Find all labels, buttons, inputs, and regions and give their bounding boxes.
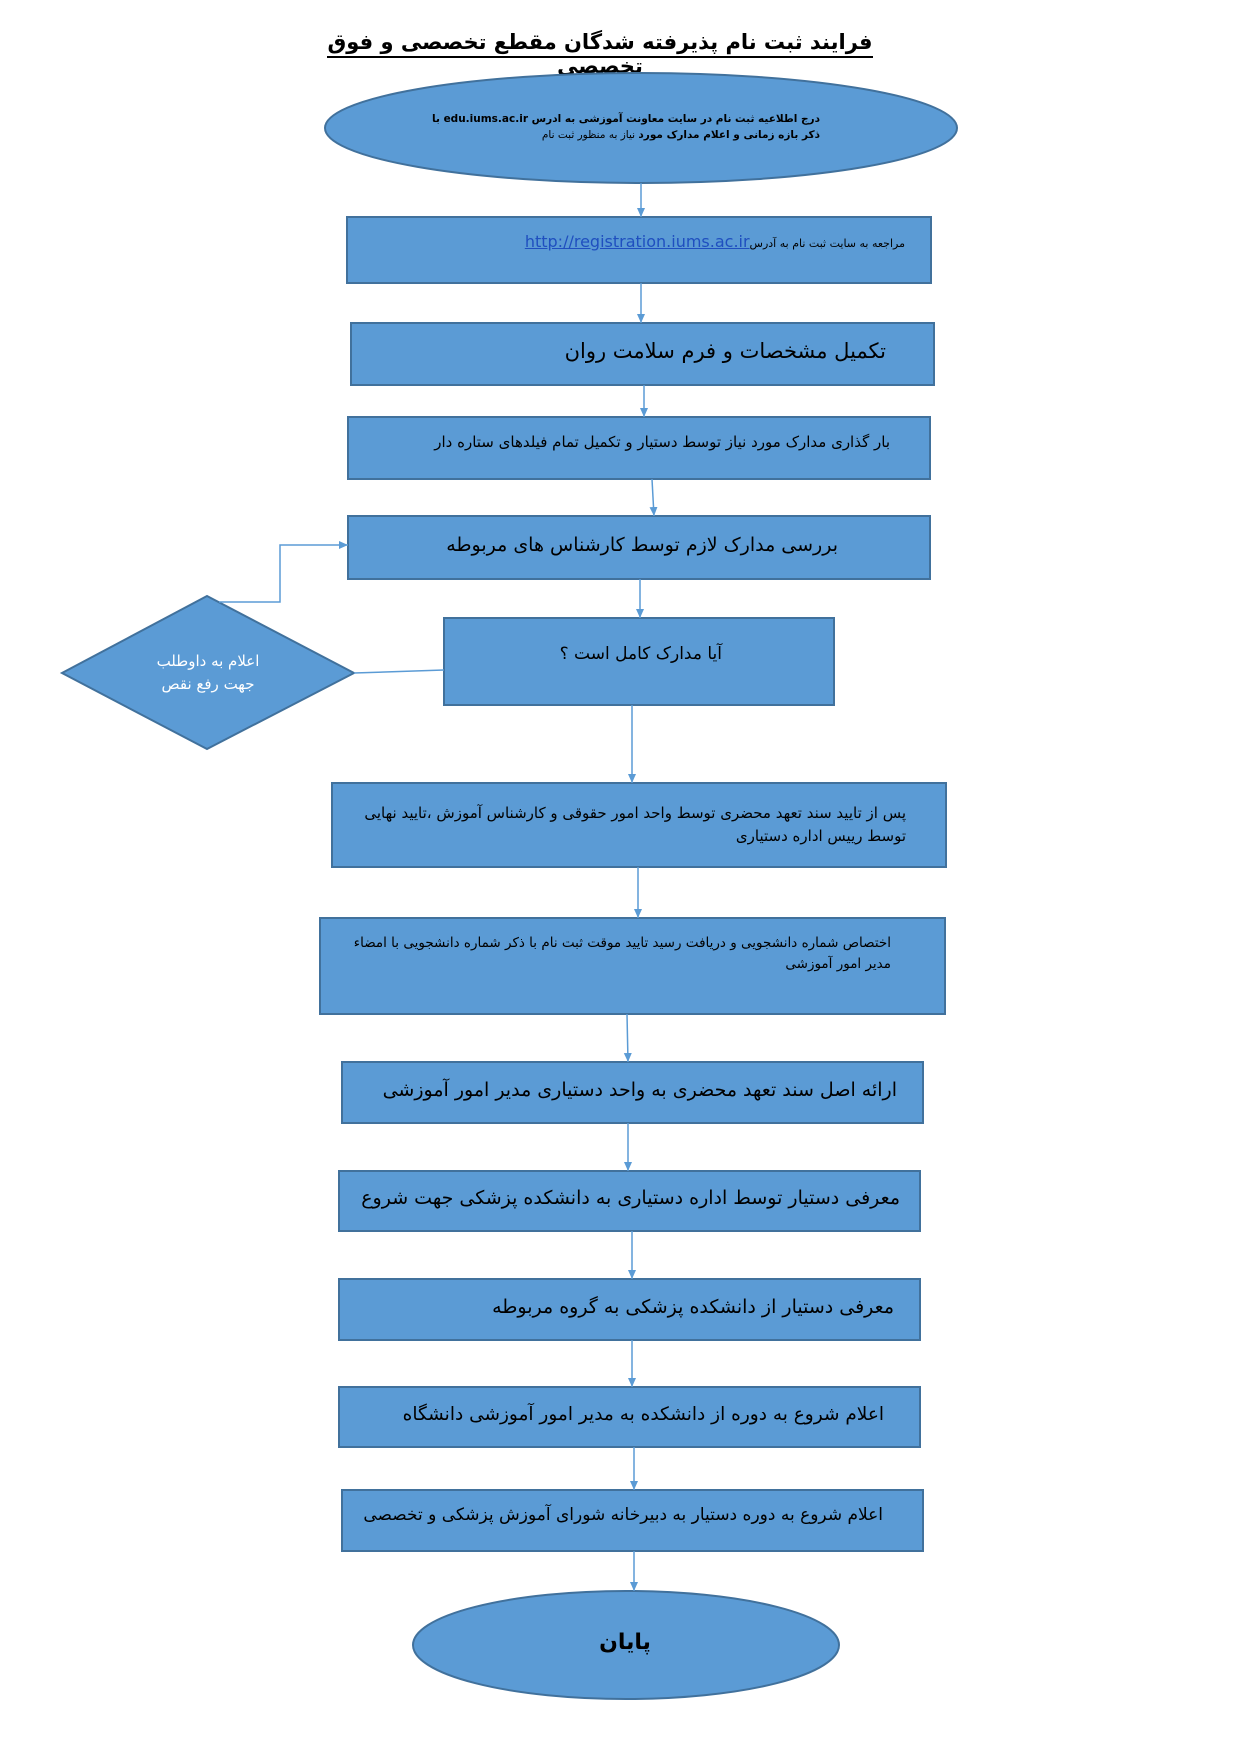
original-text: ارائه اصل سند تعهد محضری به واحد دستیاری… — [382, 1078, 897, 1101]
number-text: اختصاص شماره دانشجویی و دریافت رسید تایی… — [353, 935, 891, 972]
start-line-2-bold: ذکر بازه زمانی و اعلام مدارک مورد — [638, 129, 820, 141]
start-line-1: درج اطلاعیه ثبت نام در سایت معاونت آموزش… — [432, 112, 820, 125]
end-node: پایان — [530, 1625, 720, 1661]
decision-box — [443, 617, 835, 706]
site-text: مراجعه به سایت ثبت نام به آدرس — [749, 236, 905, 250]
approval-box — [331, 782, 947, 868]
notice-diamond — [59, 594, 357, 751]
form-node: تکمیل مشخصات و فرم سلامت روان — [351, 323, 934, 385]
review-node: بررسی مدارک لازم توسط کارشناس های مربوطه — [348, 516, 930, 576]
notice-node: اعلام به داوطلب جهت رفع نقص — [120, 640, 296, 706]
site-node: مراجعه به سایت ثبت نام به آدرسhttp://reg… — [347, 217, 931, 267]
original-node: ارائه اصل سند تعهد محضری به واحد دستیاری… — [342, 1062, 923, 1123]
site-box — [346, 216, 932, 284]
decision-text: آیا مدارک کامل است ؟ — [559, 643, 722, 664]
number-box — [319, 917, 946, 1015]
arrow-notice-to-review — [219, 541, 348, 603]
number-node: اختصاص شماره دانشجویی و دریافت رسید تایی… — [320, 918, 945, 990]
review-text: بررسی مدارک لازم توسط کارشناس های مربوطه — [446, 534, 838, 557]
approval-text: پس از تایید سند تعهد محضری توسط واحد امو… — [364, 803, 906, 845]
upload-box — [347, 416, 931, 480]
arrow-upload-to-review — [649, 478, 658, 517]
start-node: درج اطلاعیه ثبت نام در سایت معاونت آموزش… — [400, 98, 820, 156]
notice-line-2: جهت رفع نقص — [161, 675, 255, 693]
form-text: تکمیل مشخصات و فرم سلامت روان — [564, 338, 886, 363]
intro-group-box — [338, 1278, 921, 1341]
announce-uni-text: اعلام شروع به دوره از دانشکده به مدیر ام… — [402, 1403, 884, 1425]
page-title: فرایند ثبت نام پذیرفته شدگان مقطع تخصصی … — [300, 30, 900, 82]
upload-text: بار گذاری مدارک مورد نیاز توسط دستیار و … — [434, 433, 890, 452]
intro-school-box — [338, 1170, 921, 1232]
announce-uni-node: اعلام شروع به دوره از دانشکده به مدیر ام… — [339, 1387, 920, 1447]
announce-council-node: اعلام شروع به دوره دستیار به دبیرخانه شو… — [342, 1490, 923, 1540]
intro-group-text: معرفی دستیار از دانشکده پزشکی به گروه مر… — [492, 1295, 894, 1318]
notice-line-1: اعلام به داوطلب — [156, 651, 260, 670]
line-decision-to-notice — [353, 669, 445, 674]
form-box — [350, 322, 935, 386]
announce-council-text: اعلام شروع به دوره دستیار به دبیرخانه شو… — [363, 1504, 883, 1525]
intro-group-node: معرفی دستیار از دانشکده پزشکی به گروه مر… — [339, 1279, 920, 1340]
decision-node: آیا مدارک کامل است ؟ — [444, 618, 834, 690]
approval-node: پس از تایید سند تعهد محضری توسط واحد امو… — [332, 783, 946, 867]
announce-uni-box — [338, 1386, 921, 1448]
original-box — [341, 1061, 924, 1124]
intro-school-node: معرفی دستیار توسط اداره دستیاری به دانشک… — [339, 1171, 920, 1231]
arrow-number-to-original — [623, 1013, 632, 1063]
review-box — [347, 515, 931, 580]
announce-council-box — [341, 1489, 924, 1552]
start-line-2-rest: نیاز به منظور ثبت نام — [541, 129, 639, 141]
upload-node: بار گذاری مدارک مورد نیاز توسط دستیار و … — [348, 417, 930, 469]
end-ellipse — [412, 1590, 840, 1700]
intro-school-text: معرفی دستیار توسط اداره دستیاری به دانشک… — [361, 1187, 900, 1210]
registration-link[interactable]: http://registration.iums.ac.ir — [524, 231, 750, 251]
end-text: پایان — [599, 1629, 651, 1655]
